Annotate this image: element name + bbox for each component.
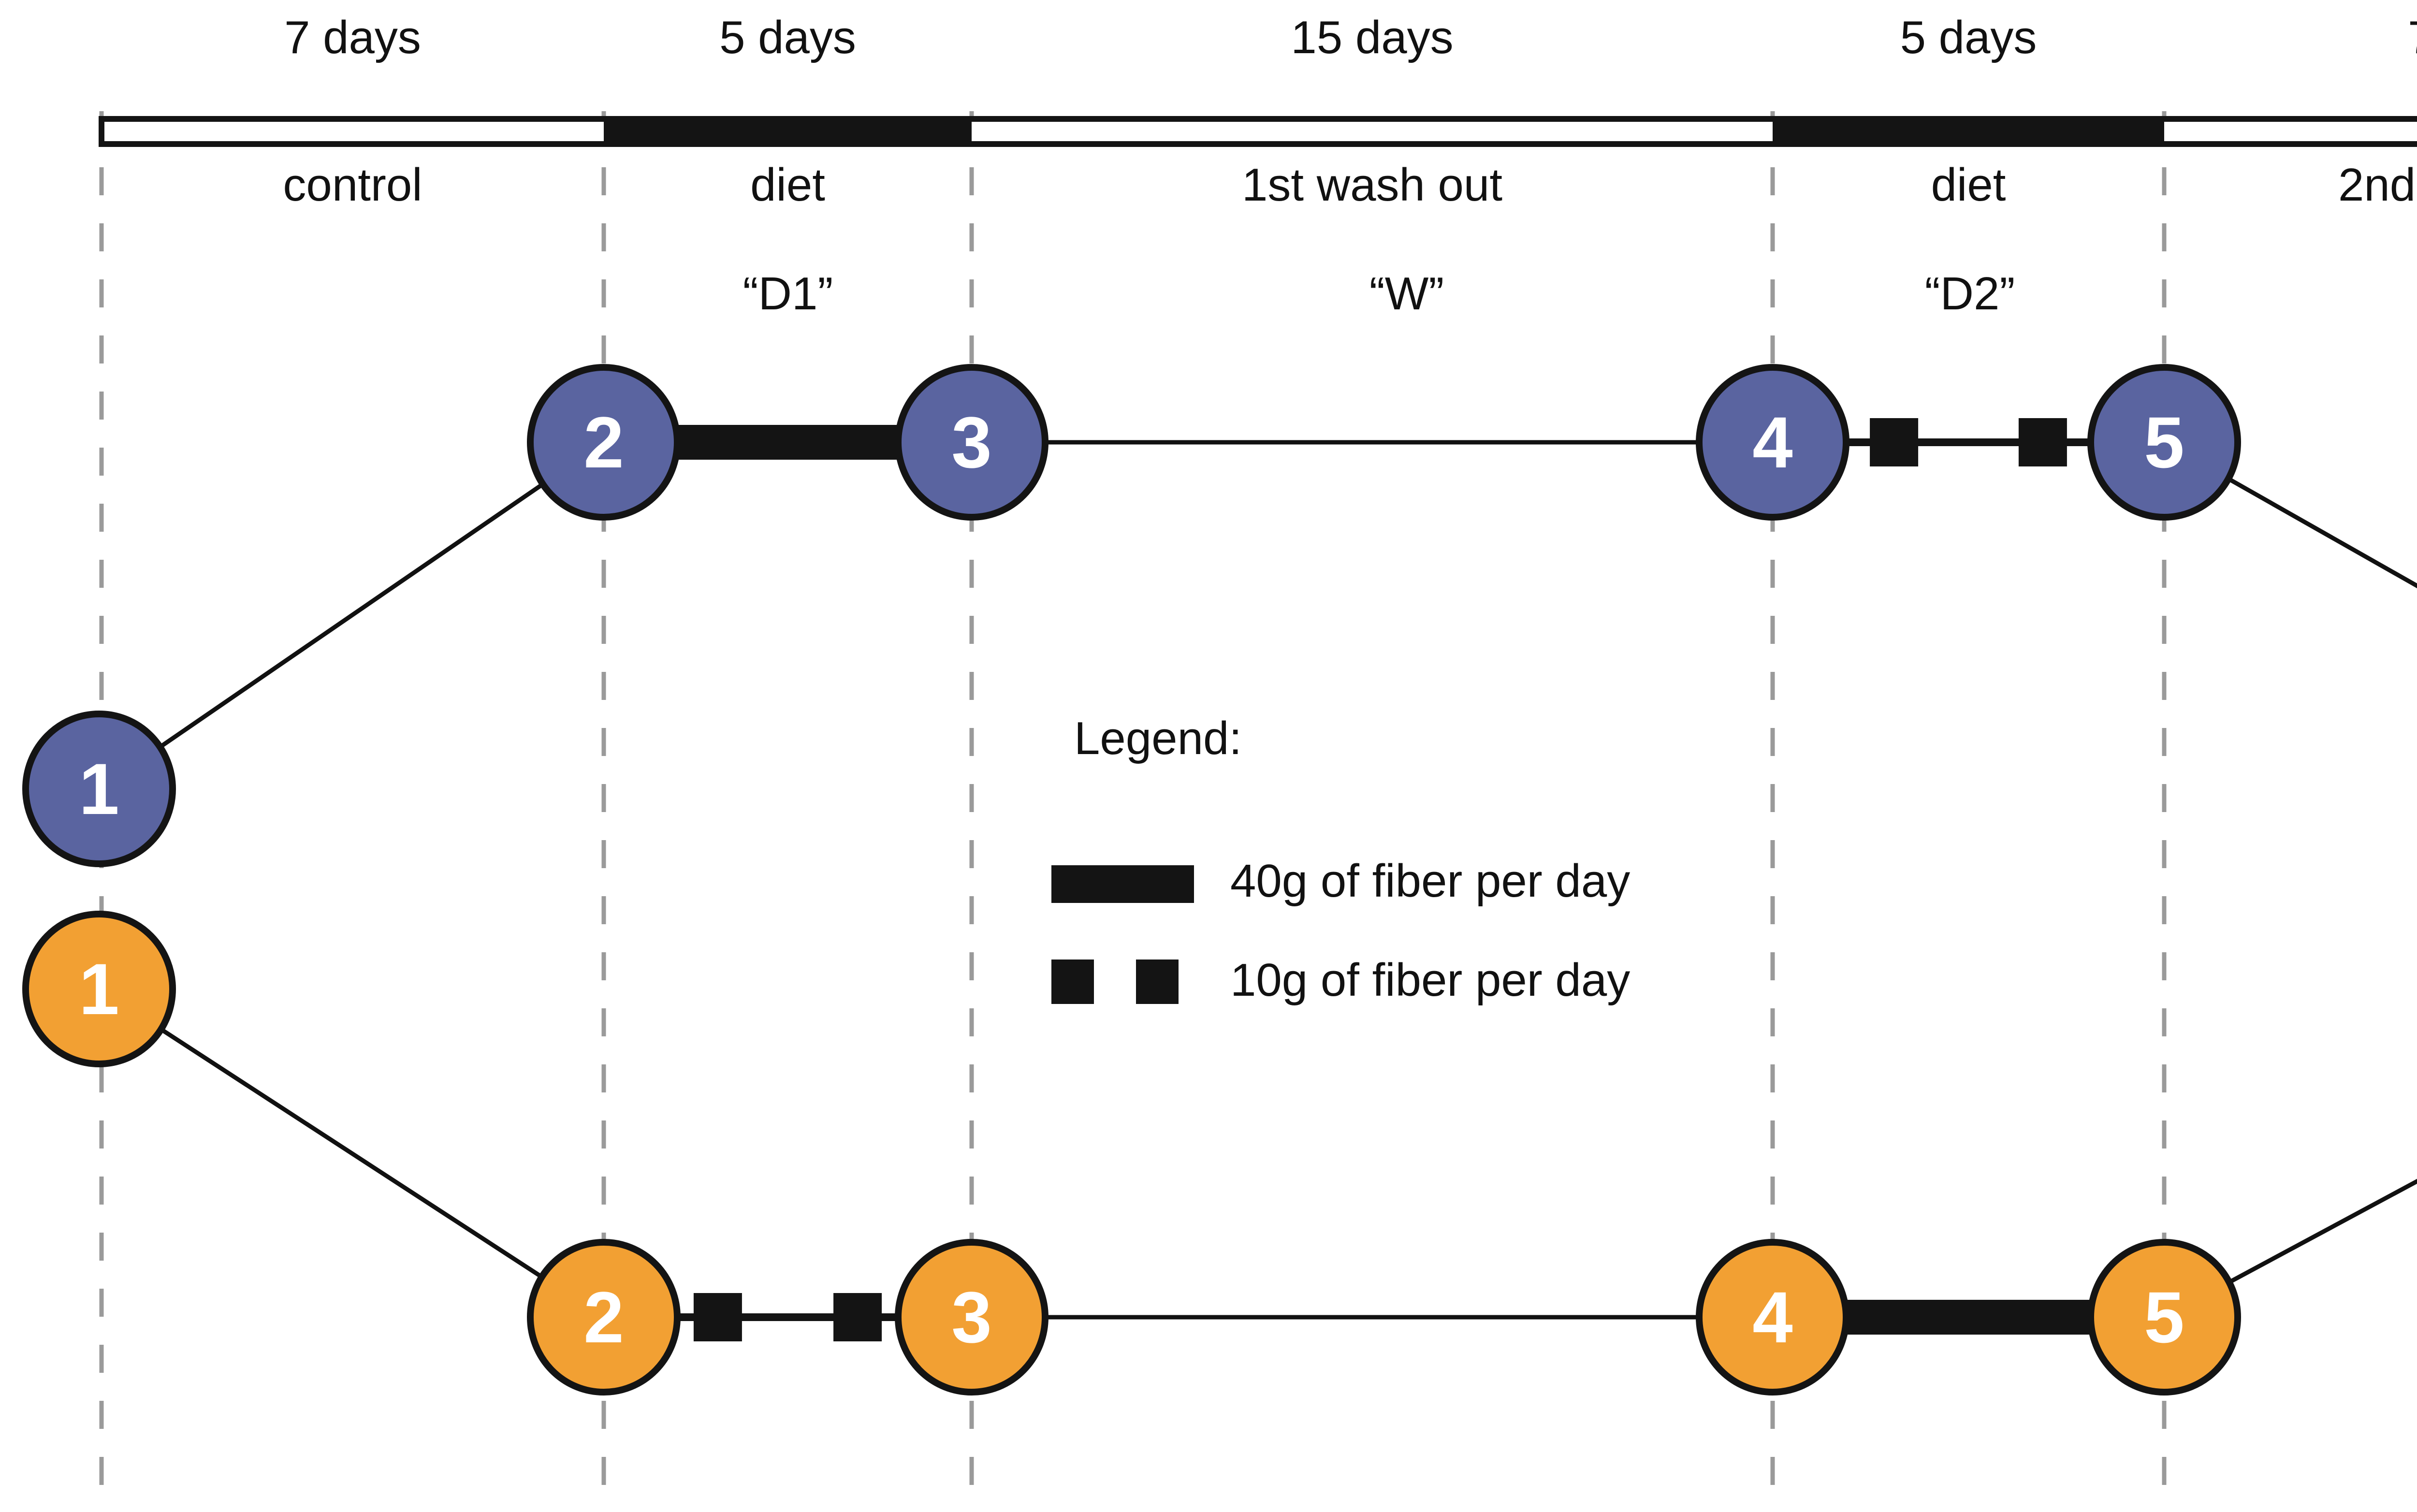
node-orange-arm-2[interactable] — [527, 1239, 681, 1396]
node-orange-arm-4[interactable] — [1696, 1239, 1849, 1396]
node-label-blue-arm-2: 2 — [583, 402, 624, 483]
timeline-segment-seg-diet-1 — [604, 116, 972, 147]
node-blue-arm-1[interactable] — [22, 711, 176, 867]
node-orange-arm-1[interactable] — [22, 911, 176, 1067]
period-code-label-code-d1: “D1” — [743, 268, 833, 320]
node-orange-arm-3[interactable] — [895, 1239, 1048, 1396]
connector-blue-arm-4-5-dashed-square-1 — [2018, 418, 2067, 466]
timeline-phase-label-seg-control: control — [283, 159, 422, 211]
node-blue-arm-4[interactable] — [1696, 364, 1849, 521]
connector-orange-arm-5-6-thin — [2163, 1178, 2417, 1319]
timeline-duration-label-seg-washout-2: 7 days — [2408, 12, 2417, 63]
node-label-orange-arm-3: 3 — [951, 1277, 991, 1358]
timeline-duration-label-seg-diet-2: 5 days — [1900, 12, 2037, 63]
node-label-blue-arm-3: 3 — [951, 402, 991, 483]
legend-swatch-thick-bar — [1051, 865, 1194, 903]
legend-label-legend-thick: 40g of fiber per day — [1230, 855, 1630, 907]
connector-blue-arm-5-6-thin — [2163, 440, 2417, 589]
node-blue-arm-2[interactable] — [527, 364, 681, 521]
legend-title: Legend: — [1074, 712, 1242, 764]
legend-swatch-dashed-square-1 — [1136, 960, 1179, 1004]
timeline-phase-label-seg-washout-2: 2nd wash out — [2338, 159, 2417, 211]
node-blue-arm-3[interactable] — [895, 364, 1048, 521]
node-orange-arm-5[interactable] — [2087, 1239, 2241, 1396]
legend-swatch-dashed-square-0 — [1051, 960, 1094, 1004]
node-label-blue-arm-1: 1 — [79, 748, 119, 829]
node-label-blue-arm-4: 4 — [1752, 402, 1792, 483]
connector-orange-arm-1-2-thin — [98, 987, 605, 1319]
timeline-duration-label-seg-control: 7 days — [284, 12, 421, 63]
timeline-phase-label-seg-washout-1: 1st wash out — [1242, 159, 1502, 211]
timeline-phase-label-seg-diet-2: diet — [1931, 159, 2006, 211]
node-label-orange-arm-5: 5 — [2144, 1277, 2184, 1358]
node-label-blue-arm-5: 5 — [2144, 402, 2184, 483]
connector-orange-arm-2-3-dashed-square-0 — [693, 1293, 742, 1341]
timeline-duration-label-seg-diet-1: 5 days — [719, 12, 856, 63]
period-code-label-code-w: “W” — [1369, 268, 1444, 320]
connector-blue-arm-4-5-dashed-square-0 — [1870, 418, 1919, 466]
node-label-orange-arm-1: 1 — [79, 948, 119, 1030]
timeline-phase-label-seg-diet-1: diet — [750, 159, 825, 211]
connector-orange-arm-2-3-dashed-square-1 — [833, 1293, 882, 1341]
node-blue-arm-5[interactable] — [2087, 364, 2241, 521]
node-label-orange-arm-4: 4 — [1752, 1277, 1792, 1358]
timeline-duration-label-seg-washout-1: 15 days — [1291, 12, 1453, 63]
timeline-segment-seg-diet-2 — [1773, 116, 2164, 147]
period-code-label-code-d2: “D2” — [1925, 268, 2015, 320]
node-label-orange-arm-2: 2 — [583, 1277, 624, 1358]
legend-label-legend-dashed: 10g of fiber per day — [1230, 954, 1630, 1006]
connector-blue-arm-1-2-thin — [98, 440, 605, 791]
